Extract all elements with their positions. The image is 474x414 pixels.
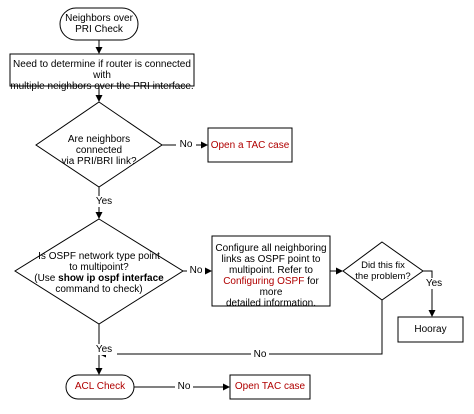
tac1-link[interactable]: Open a TAC case [210, 140, 290, 151]
q1-line-2: via PRI/BRI link? [61, 156, 137, 167]
config-line-1: Configure all neighboring [215, 243, 327, 254]
q2-line-3: (Use show ip ospf interface [22, 273, 176, 284]
q2-line-3-pre: (Use [34, 273, 59, 284]
edge-label-q3-no: No [251, 349, 269, 360]
config-line-4-post: for more [259, 276, 319, 298]
q2-line-2: to multipoint? [69, 262, 129, 273]
q2-command: show ip ospf interface [58, 273, 164, 284]
config-line-2: links as OSPF point to [221, 254, 321, 265]
hooray-label: Hooray [414, 324, 447, 335]
edge-label-q3-yes: Yes [422, 278, 446, 289]
q3-label: Did this fix the problem? [347, 260, 419, 282]
arrow-q3-no [99, 300, 383, 358]
determine-box [9, 53, 195, 87]
hooray-box [397, 316, 464, 343]
config-label: Configure all neighboring links as OSPF … [212, 243, 330, 309]
config-line-4: Configuring OSPF for more [212, 276, 330, 298]
config-line-5: detailed information. [225, 298, 317, 309]
edge-label-q2-no: No [187, 265, 205, 276]
q2-label: Is OSPF network type point to multipoint… [22, 251, 176, 295]
q1-label: Are neighbors connected via PRI/BRI link… [44, 134, 154, 167]
edge-label-q1-no: No [176, 139, 196, 150]
acl-check-link[interactable]: ACL Check [74, 381, 126, 392]
q3-line-1: Did this fix [361, 260, 405, 271]
start-label: Neighbors over PRI Check [65, 13, 133, 35]
config-line-3: multipoint. Refer to [229, 265, 313, 276]
tac2-link[interactable]: Open TAC case [234, 381, 306, 392]
q2-line-1: Is OSPF network type point [38, 251, 160, 262]
configuring-ospf-link[interactable]: Configuring OSPF [223, 276, 305, 287]
config-box [211, 235, 331, 307]
tac1-box [207, 127, 293, 163]
determine-label: Need to determine if router is connected… [10, 59, 194, 92]
arrow-q3-yes [423, 270, 436, 317]
edge-label-acl-no: No [175, 381, 193, 392]
edge-label-q1-yes: Yes [91, 196, 117, 207]
determine-line-1: Need to determine if router is connected… [13, 59, 191, 81]
q2-line-4: command to check) [55, 284, 143, 295]
q1-line-1: Are neighbors connected [67, 134, 131, 156]
edge-label-q2-yes: Yes [91, 344, 117, 355]
q3-line-2: the problem? [355, 271, 411, 282]
determine-line-2: multiple neighbors over the PRI interfac… [10, 81, 194, 92]
tac2-box [229, 374, 311, 400]
